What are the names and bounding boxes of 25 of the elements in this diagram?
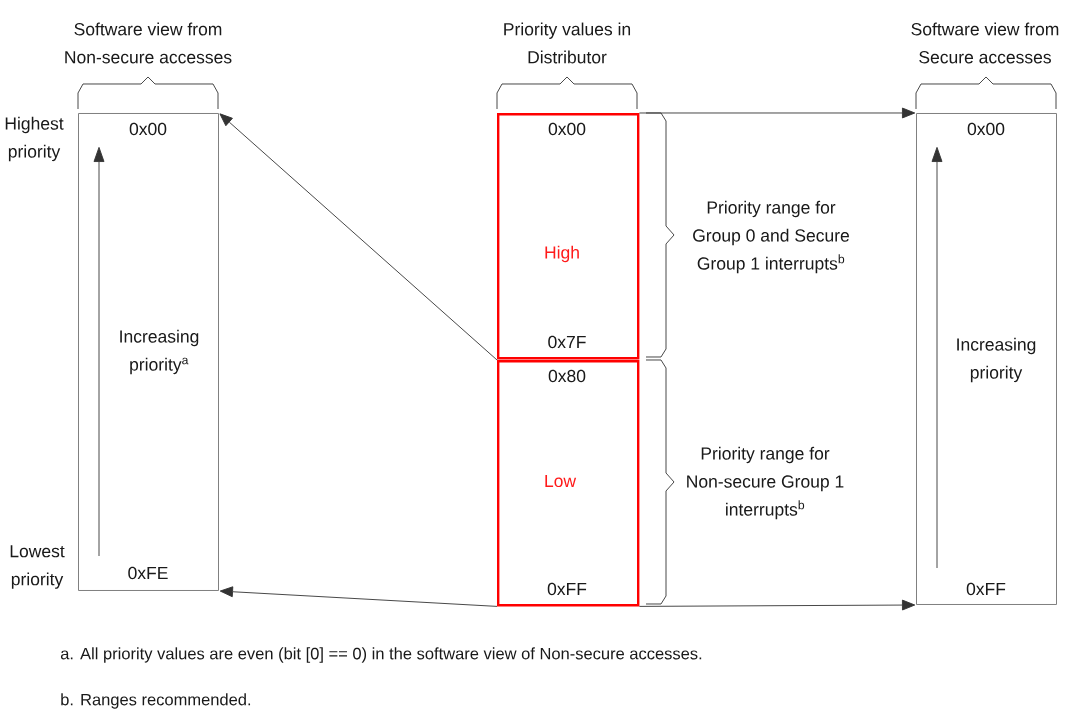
priority-end-label: Highest priority <box>5 116 64 162</box>
hex-value: 0x00 <box>967 122 1005 136</box>
hex-value: 0xFF <box>966 582 1006 596</box>
direction-label: Increasing priority <box>957 337 1036 383</box>
priority-end-label: Lowest priority <box>10 545 65 589</box>
mapping-arrow <box>638 107 916 119</box>
mapping-arrow <box>638 599 916 611</box>
footnote: b. Ranges recommended. <box>61 693 251 709</box>
hex-value: 0x7F <box>548 335 586 349</box>
range-name: Low <box>545 474 577 488</box>
range-note: Priority range for Non-secure Group 1 interrupts$^{b}$ <box>687 446 844 520</box>
column-heading: Priority values in Distributor <box>504 22 630 64</box>
direction-label: Increasing priority$^{a}$ <box>120 329 199 375</box>
mapping-arrow <box>219 586 498 607</box>
column-heading: Software view from Non-secure accesses <box>65 22 232 64</box>
range-name: High <box>545 245 579 263</box>
range-note: Priority range for Group 0 and Secure Group 1 interrupts$^{b}$ <box>693 200 849 274</box>
mapping-arrow <box>219 113 498 361</box>
hex-value: 0xFF <box>547 582 587 596</box>
column-heading: Software view from Secure accesses <box>911 22 1059 64</box>
hex-value: 0xFE <box>128 566 168 580</box>
footnote: a. All priority values are even (bit [0] == 0) in the software view of Non-secure accesses. <box>60 647 702 663</box>
hex-value: 0x80 <box>548 369 586 383</box>
hex-value: 0x00 <box>548 122 586 136</box>
hex-value: 0x00 <box>129 122 167 136</box>
